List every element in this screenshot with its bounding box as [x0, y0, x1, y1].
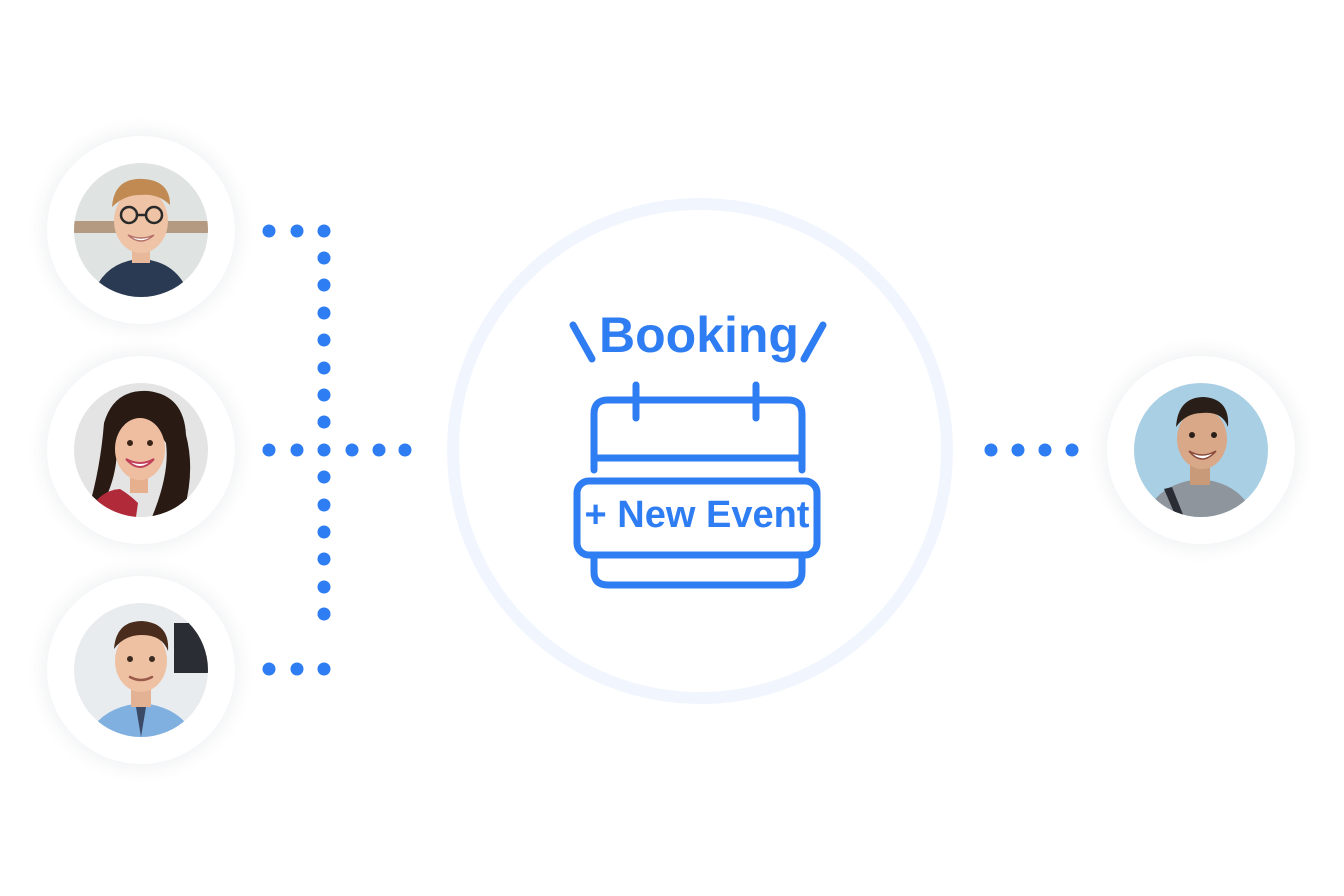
- connector-dot: [317, 415, 331, 429]
- connector-dot: [1065, 443, 1079, 457]
- connector-dot: [317, 224, 331, 238]
- connector-dot: [317, 580, 331, 594]
- avatar-man-glasses-icon: [74, 163, 208, 297]
- booking-title: Booking: [599, 307, 799, 363]
- calendar-body-bottom: [590, 552, 806, 589]
- participant-avatar-4: [1107, 356, 1295, 544]
- avatar-man-smiling-icon: [1134, 383, 1268, 517]
- connector-dot: [984, 443, 998, 457]
- participant-avatar-3: [47, 576, 235, 764]
- connector-dot: [317, 333, 331, 347]
- calendar-icon: [569, 321, 827, 589]
- connector-dot: [1011, 443, 1025, 457]
- connector-dot: [317, 552, 331, 566]
- avatar-woman-curly-hair-icon: [74, 383, 208, 517]
- connector-dot: [317, 278, 331, 292]
- calendar-body-top: [590, 396, 806, 474]
- connector-dot: [262, 443, 276, 457]
- connector-dot: [317, 470, 331, 484]
- connector-dot: [290, 443, 304, 457]
- connector-dot: [317, 251, 331, 265]
- connector-dot: [290, 224, 304, 238]
- connector-dot: [317, 388, 331, 402]
- connector-dot: [262, 224, 276, 238]
- connector-dot: [345, 443, 359, 457]
- connector-dot: [317, 361, 331, 375]
- participant-avatar-2: [47, 356, 235, 544]
- connector-dot: [317, 443, 331, 457]
- connector-dot: [317, 306, 331, 320]
- connector-dot: [317, 498, 331, 512]
- connector-dot: [290, 662, 304, 676]
- avatar-man-blue-shirt-icon: [74, 603, 208, 737]
- participant-avatar-1: [47, 136, 235, 324]
- connector-dot: [317, 662, 331, 676]
- connector-dot: [317, 525, 331, 539]
- connector-dot: [398, 443, 412, 457]
- sparkle-left: [569, 321, 596, 363]
- connector-dot: [262, 662, 276, 676]
- connector-dot: [1038, 443, 1052, 457]
- sparkle-right: [800, 321, 827, 363]
- new-event-button[interactable]: + New Event: [584, 494, 810, 536]
- connector-dot: [372, 443, 386, 457]
- connector-dot: [317, 607, 331, 621]
- new-event-button-box: [573, 477, 821, 559]
